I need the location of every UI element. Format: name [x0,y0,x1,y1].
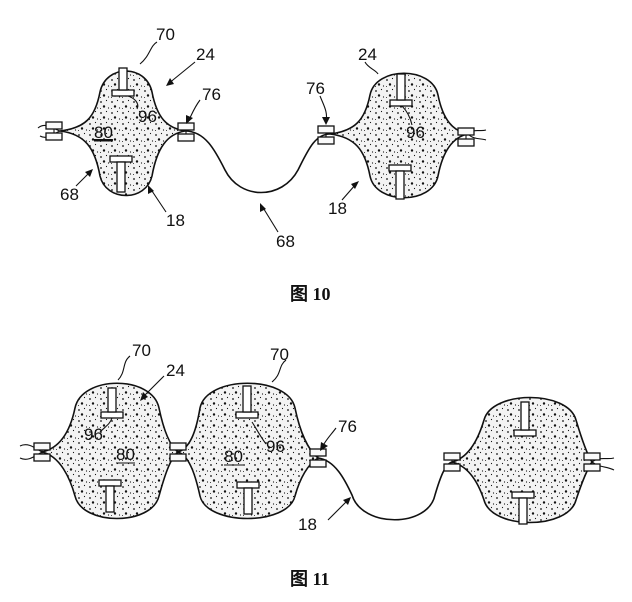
clip-fastener [169,442,187,462]
leader-line [364,61,379,75]
anchor-i-beam [389,73,413,107]
ref-label: 18 [298,515,317,534]
ref-label: 96 [266,437,285,456]
leader-line [271,359,287,383]
ref-label: 76 [338,417,357,436]
leader-line [127,95,139,110]
anchor-i-beam [243,487,253,515]
filled-bag-right [329,72,469,200]
anchor-i-beam [105,485,115,513]
fabric-wave [317,457,453,521]
leader-line [149,187,167,213]
arrow-head [166,78,174,86]
filled-bag-3 [451,396,593,525]
clip-fastener [45,121,63,141]
arrow-head [186,115,193,124]
arrow-head [85,169,93,177]
figure-10: 70 24 76 96 80 68 18 68 24 76 96 18 图 10 [37,25,487,304]
anchor-i-beam [98,479,122,487]
figure-caption: 图 10 [290,284,331,304]
leader-line [141,375,165,399]
fabric-tail [591,461,615,471]
ref-label: 24 [358,45,377,64]
anchor-i-beam [518,497,528,525]
clip-fastener [457,127,475,147]
clip-fastener [309,448,327,468]
filled-bag-left [59,67,186,197]
ref-label: 96 [138,107,157,126]
fabric-tail [19,444,43,453]
ref-label: 96 [84,425,103,444]
anchor-i-beam [513,429,537,437]
clip-fastener [317,125,335,145]
ref-label: 24 [196,45,215,64]
ref-label: 68 [276,232,295,251]
leader-line [261,205,279,233]
arrow-head [351,181,359,189]
leader-line [167,61,196,85]
anchor-i-beam [100,411,124,419]
anchor-i-beam [236,481,260,489]
clip-fastener [33,442,51,462]
ref-label: 80 [224,447,243,466]
clip-fastener [443,452,461,472]
anchor-i-beam [388,164,412,200]
anchor-i-beam [242,385,252,413]
ref-label: 80 [116,445,135,464]
anchor-i-beam [520,401,530,431]
leader-line [401,105,413,126]
figure-caption: 图 11 [290,569,330,589]
ref-label: 18 [166,211,185,230]
ref-label: 70 [156,25,175,44]
fabric-tail [591,457,615,463]
anchor-i-beam [109,155,133,193]
ref-label: 70 [270,345,289,364]
ref-label: 24 [166,361,185,380]
anchor-i-beam [111,67,135,97]
anchor-i-beam [107,387,117,413]
clip-fastener [583,452,601,472]
ref-label: 76 [306,79,325,98]
leader-line [99,417,113,433]
arrow-head [260,203,266,212]
ref-label: 80 [94,123,113,142]
filled-bag-1 [41,382,180,520]
leader-line [139,41,158,65]
ref-label: 76 [202,85,221,104]
figure-11: 70 24 70 96 80 96 80 76 18 图 11 [19,341,615,589]
fabric-tail [19,451,43,460]
arrow-head [148,185,154,194]
anchor-i-beam [511,491,535,499]
filled-bag-2 [175,382,320,520]
ref-label: 18 [328,199,347,218]
arrow-head [322,117,330,125]
arrow-head [343,497,351,505]
ref-label: 68 [60,185,79,204]
leader-line [251,421,267,445]
arrow-head [320,442,328,451]
leader-line [117,355,131,381]
anchor-i-beam [235,411,259,419]
fabric-wave [184,130,331,194]
arrow-head [140,392,148,401]
ref-label: 96 [406,123,425,142]
leader-line [327,499,349,521]
ref-label: 70 [132,341,151,360]
